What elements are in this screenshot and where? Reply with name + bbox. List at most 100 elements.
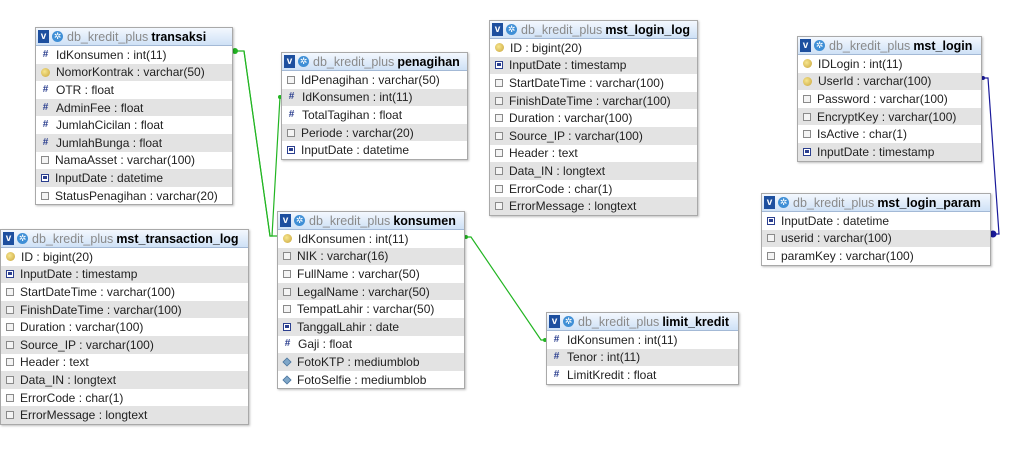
column-row[interactable]: ErrorCode : char(1) [490,180,697,198]
column-row[interactable]: NIK : varchar(16) [278,247,464,266]
database-name: db_kredit_plus [578,314,660,329]
gear-icon[interactable]: ✲ [294,215,305,226]
table-mst-transaction-log[interactable]: v ✲ db_kredit_plus mst_transaction_log I… [0,229,249,425]
date-column-icon [767,216,775,225]
column-label: NIK : varchar(16) [297,249,389,264]
collapse-toggle-icon[interactable]: v [800,39,811,52]
table-mst-login-log[interactable]: v ✲ db_kredit_plus mst_login_log ID : bi… [489,20,698,216]
table-header[interactable]: v ✲ db_kredit_plus konsumen [278,212,464,230]
collapse-toggle-icon[interactable]: v [492,23,503,36]
table-header[interactable]: v ✲ db_kredit_plus mst_login [798,37,981,55]
gear-icon[interactable]: ✲ [814,40,825,51]
numeric-column-icon: # [42,83,49,95]
column-row[interactable]: #JumlahCicilan : float [36,116,232,134]
column-row[interactable]: FinishDateTime : varchar(100) [1,300,248,319]
column-row[interactable]: IsActive : char(1) [798,125,981,143]
column-row[interactable]: FullName : varchar(50) [278,265,464,283]
column-row[interactable]: LegalName : varchar(50) [278,282,464,301]
column-row[interactable]: #IdKonsumen : int(11) [547,331,738,349]
gear-icon[interactable]: ✲ [17,233,28,244]
column-row[interactable]: ErrorMessage : longtext [490,197,697,215]
column-row[interactable]: Data_IN : longtext [490,162,697,180]
column-row[interactable]: #AdminFee : float [36,98,232,117]
collapse-toggle-icon[interactable]: v [764,196,775,209]
column-row[interactable]: ID : bigint(20) [1,248,248,266]
column-row[interactable]: InputDate : timestamp [1,265,248,284]
column-row[interactable]: #JumlahBunga : float [36,133,232,152]
table-limit-kredit[interactable]: v ✲ db_kredit_plus limit_kredit #IdKonsu… [546,312,739,385]
column-row[interactable]: #TotalTagihan : float [282,106,467,124]
column-row[interactable]: Header : text [1,354,248,372]
column-row[interactable]: FotoKTP : mediumblob [278,353,464,371]
collapse-toggle-icon[interactable]: v [38,30,49,43]
column-label: InputDate : timestamp [509,58,627,73]
column-row[interactable]: StatusPenagihan : varchar(20) [36,187,232,205]
column-row[interactable]: TempatLahir : varchar(50) [278,300,464,318]
column-row[interactable]: StartDateTime : varchar(100) [490,74,697,92]
column-row[interactable]: Data_IN : longtext [1,371,248,389]
column-row[interactable]: FotoSelfie : mediumblob [278,371,464,389]
column-row[interactable]: Duration : varchar(100) [490,109,697,127]
column-row[interactable]: IdKonsumen : int(11) [278,230,464,248]
column-row[interactable]: #IdKonsumen : int(11) [282,88,467,107]
table-header[interactable]: v ✲ db_kredit_plus mst_login_log [490,21,697,39]
numeric-column-icon: # [288,108,295,120]
column-row[interactable]: InputDate : datetime [282,141,467,159]
column-row[interactable]: #IdKonsumen : int(11) [36,46,232,64]
column-row[interactable]: UserId : varchar(100) [798,72,981,91]
text-column-icon [495,166,503,175]
table-header[interactable]: v ✲ db_kredit_plus transaksi [36,28,232,46]
table-konsumen[interactable]: v ✲ db_kredit_plus konsumen IdKonsumen :… [277,211,465,390]
column-row[interactable]: Source_IP : varchar(100) [490,126,697,145]
column-row[interactable]: TanggalLahir : date [278,317,464,336]
column-row[interactable]: InputDate : timestamp [490,56,697,75]
column-row[interactable]: Password : varchar(100) [798,90,981,108]
column-row[interactable]: userid : varchar(100) [762,229,990,248]
column-row[interactable]: InputDate : timestamp [798,142,981,161]
column-row[interactable]: paramKey : varchar(100) [762,247,990,265]
collapse-toggle-icon[interactable]: v [284,55,295,68]
table-header[interactable]: v ✲ db_kredit_plus mst_transaction_log [1,230,248,248]
column-label: UserId : varchar(100) [818,74,932,89]
column-label: ErrorMessage : longtext [509,199,637,214]
collapse-toggle-icon[interactable]: v [280,214,291,227]
column-row[interactable]: ErrorCode : char(1) [1,389,248,407]
column-row[interactable]: FinishDateTime : varchar(100) [490,91,697,110]
column-row[interactable]: ErrorMessage : longtext [1,406,248,424]
column-row[interactable]: #Tenor : int(11) [547,348,738,367]
column-row[interactable]: InputDate : datetime [36,169,232,187]
table-header[interactable]: v ✲ db_kredit_plus limit_kredit [547,313,738,331]
table-transaksi[interactable]: v ✲ db_kredit_plus transaksi #IdKonsumen… [35,27,233,206]
column-row[interactable]: #LimitKredit : float [547,366,738,384]
gear-icon[interactable]: ✲ [52,31,63,42]
gear-icon[interactable]: ✲ [778,197,789,208]
table-mst-login[interactable]: v ✲ db_kredit_plus mst_login IDLogin : i… [797,36,982,162]
column-row[interactable]: IdPenagihan : varchar(50) [282,71,467,89]
text-column-icon [283,287,291,296]
column-row[interactable]: Periode : varchar(20) [282,123,467,142]
collapse-toggle-icon[interactable]: v [3,232,14,245]
column-row[interactable]: NamaAsset : varchar(100) [36,152,232,170]
table-penagihan[interactable]: v ✲ db_kredit_plus penagihan IdPenagihan… [281,52,468,160]
gear-icon[interactable]: ✲ [506,24,517,35]
column-row[interactable]: StartDateTime : varchar(100) [1,283,248,301]
column-row[interactable]: EncryptKey : varchar(100) [798,107,981,126]
column-row[interactable]: NomorKontrak : varchar(50) [36,63,232,82]
column-row[interactable]: InputDate : datetime [762,212,990,230]
column-row[interactable]: Header : text [490,145,697,163]
column-row[interactable]: ID : bigint(20) [490,39,697,57]
table-header[interactable]: v ✲ db_kredit_plus penagihan [282,53,467,71]
gear-icon[interactable]: ✲ [298,56,309,67]
gear-icon[interactable]: ✲ [563,316,574,327]
collapse-toggle-icon[interactable]: v [549,315,560,328]
column-row[interactable]: #Gaji : float [278,336,464,354]
column-row[interactable]: Source_IP : varchar(100) [1,335,248,354]
table-name: mst_login [913,38,973,53]
column-row[interactable]: IDLogin : int(11) [798,55,981,73]
table-mst-login-param[interactable]: v ✲ db_kredit_plus mst_login_param Input… [761,193,991,266]
table-name: transaksi [151,29,207,44]
column-row[interactable]: #OTR : float [36,81,232,99]
column-label: FinishDateTime : varchar(100) [509,93,671,108]
table-header[interactable]: v ✲ db_kredit_plus mst_login_param [762,194,990,212]
column-row[interactable]: Duration : varchar(100) [1,318,248,336]
